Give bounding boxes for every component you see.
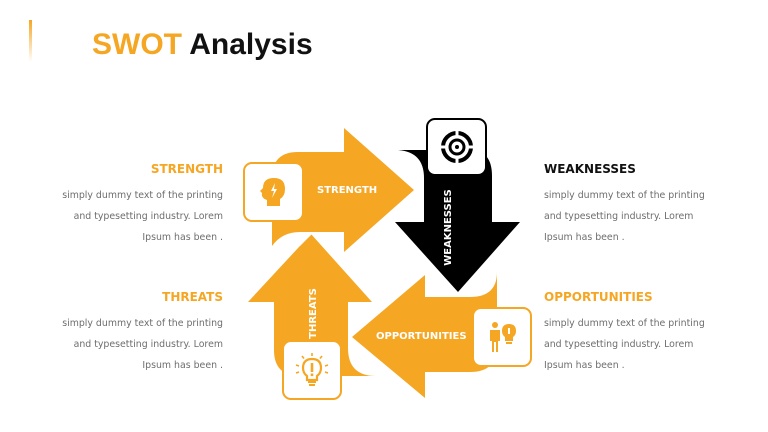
threats-heading: THREATS (162, 290, 223, 304)
weaknesses-body: simply dummy text of the printing and ty… (544, 190, 705, 243)
strength-arrow-label: STRENGTH (317, 185, 378, 196)
weaknesses-icon-box (426, 118, 487, 176)
title-swot: SWOT (92, 28, 182, 61)
weaknesses-arrow (395, 150, 520, 292)
accent-bar (29, 20, 32, 62)
strength-heading: STRENGTH (150, 162, 223, 176)
opportunities-body: simply dummy text of the printing and ty… (544, 318, 705, 371)
opportunities-arrow (352, 272, 497, 398)
strength-body: simply dummy text of the printing and ty… (62, 190, 223, 243)
threats-body: simply dummy text of the printing and ty… (62, 318, 223, 371)
weaknesses-block: WEAKNESSES simply dummy text of the prin… (544, 162, 719, 248)
strength-arrow (272, 128, 414, 252)
threats-block: THREATS simply dummy text of the printin… (48, 290, 223, 376)
opportunities-heading: OPPORTUNITIES (544, 290, 653, 304)
title-analysis: Analysis (189, 28, 313, 61)
strength-block: STRENGTH simply dummy text of the printi… (48, 162, 223, 248)
target-icon (440, 131, 473, 163)
opportunities-arrow-label: OPPORTUNITIES (376, 331, 467, 342)
weaknesses-arrow-label: WEAKNESSES (442, 189, 454, 266)
head-lightning-icon (259, 178, 285, 206)
weaknesses-heading: WEAKNESSES (544, 162, 636, 176)
threats-arrow-label: THREATS (307, 288, 319, 339)
opportunities-icon-box (472, 307, 532, 367)
page-title: SWOT Analysis (92, 28, 313, 62)
threats-arrow (248, 234, 376, 376)
strength-icon-box (243, 162, 304, 222)
person-lightbulb-icon (490, 322, 516, 352)
threats-icon-box (282, 340, 342, 400)
lightbulb-alert-icon (295, 353, 329, 386)
opportunities-block: OPPORTUNITIES simply dummy text of the p… (544, 290, 719, 376)
